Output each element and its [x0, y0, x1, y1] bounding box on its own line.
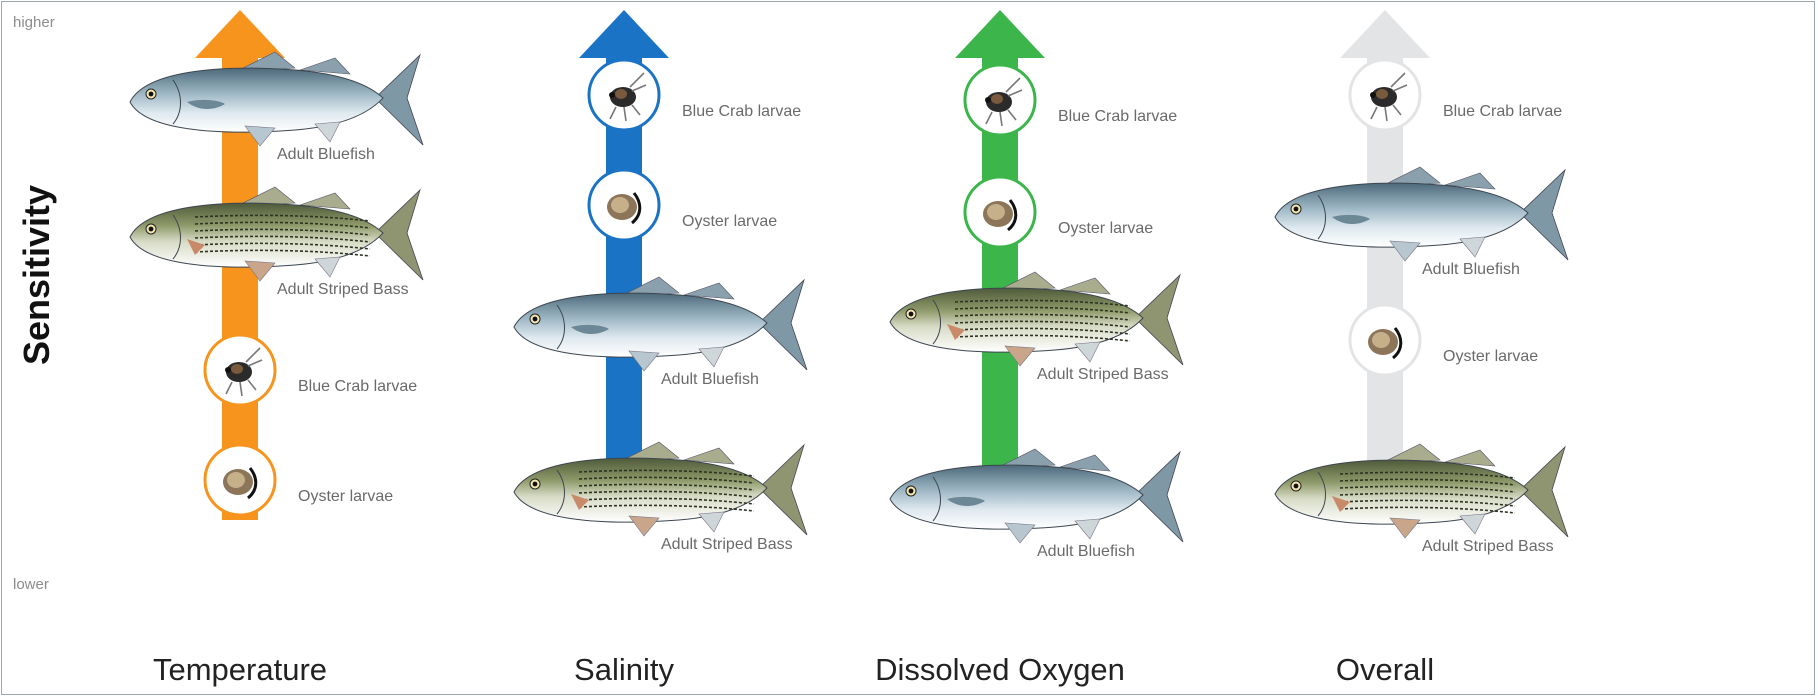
oyster-larva-icon	[202, 442, 278, 518]
item-label: Blue Crab larvae	[1058, 108, 1177, 126]
scale-lower-label: lower	[13, 576, 49, 593]
item-crab: Blue Crab larvae	[202, 332, 278, 413]
item-label: Blue Crab larvae	[1443, 103, 1562, 121]
item-label: Adult Striped Bass	[1037, 366, 1169, 384]
striped-bass-icon	[885, 270, 1185, 370]
item-label: Oyster larvae	[1058, 220, 1153, 238]
crab-larva-icon	[1347, 57, 1423, 133]
bluefish-icon	[509, 275, 809, 375]
oyster-larva-icon	[962, 174, 1038, 250]
item-label: Adult Bluefish	[1037, 543, 1135, 561]
bluefish-icon	[125, 50, 425, 150]
oyster-larva-icon	[1347, 302, 1423, 378]
item-label: Adult Bluefish	[661, 371, 759, 389]
item-label: Oyster larvae	[1443, 348, 1538, 366]
item-oyster: Oyster larvae	[1347, 302, 1423, 383]
item-oyster: Oyster larvae	[586, 167, 662, 248]
bluefish-icon	[1270, 165, 1570, 265]
item-label: Adult Bluefish	[1422, 261, 1520, 279]
item-label: Adult Striped Bass	[661, 536, 793, 554]
item-label: Adult Bluefish	[277, 146, 375, 164]
item-label: Blue Crab larvae	[298, 378, 417, 396]
crab-larva-icon	[202, 332, 278, 408]
bluefish-icon	[885, 447, 1185, 547]
item-crab: Blue Crab larvae	[962, 62, 1038, 143]
item-label: Blue Crab larvae	[682, 103, 801, 121]
item-crab: Blue Crab larvae	[1347, 57, 1423, 138]
item-label: Oyster larvae	[682, 213, 777, 231]
crab-larva-icon	[962, 62, 1038, 138]
panel-title: Temperature	[60, 652, 420, 688]
panel-title: Overall	[1205, 652, 1565, 688]
striped-bass-icon	[1270, 442, 1570, 542]
striped-bass-icon	[509, 440, 809, 540]
striped-bass-icon	[125, 185, 425, 285]
item-label: Adult Striped Bass	[277, 281, 409, 299]
panel-title: Dissolved Oxygen	[820, 652, 1180, 688]
item-label: Adult Striped Bass	[1422, 538, 1554, 556]
item-crab: Blue Crab larvae	[586, 57, 662, 138]
item-label: Oyster larvae	[298, 488, 393, 506]
oyster-larva-icon	[586, 167, 662, 243]
scale-higher-label: higher	[13, 14, 55, 31]
item-oyster: Oyster larvae	[202, 442, 278, 523]
item-oyster: Oyster larvae	[962, 174, 1038, 255]
panel-title: Salinity	[444, 652, 804, 688]
crab-larva-icon	[586, 57, 662, 133]
sensitivity-axis-title: Sensitivity	[17, 215, 57, 365]
